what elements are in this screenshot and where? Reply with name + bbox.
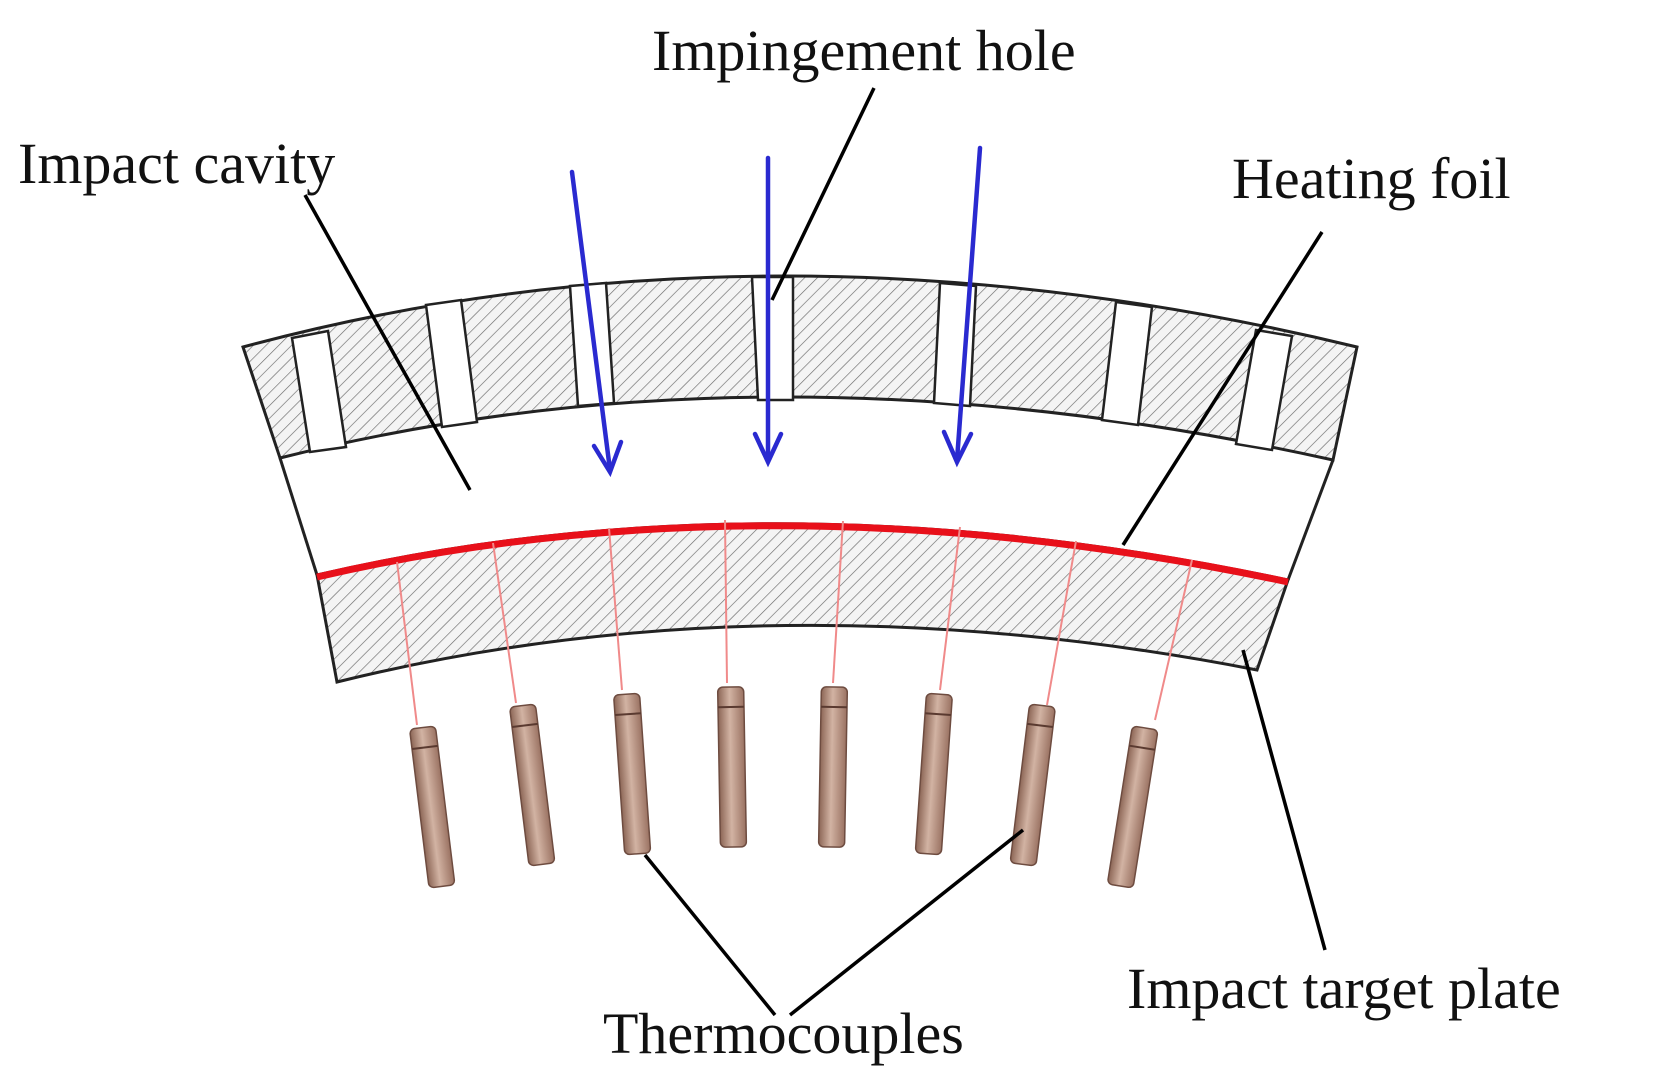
thermocouple-probes — [409, 686, 1159, 889]
heating-foil — [316, 522, 1289, 586]
thermocouple-probe-icon — [1107, 725, 1159, 889]
leader-impact-target-plate — [1241, 649, 1327, 951]
leader-heating-foil — [1121, 231, 1324, 546]
leader-lines — [303, 87, 1327, 1017]
leader-impingement-hole — [770, 87, 876, 301]
leader-thermocouples-right — [788, 828, 1025, 1017]
down-arrow-icon — [941, 145, 983, 468]
leader-thermocouples-left — [643, 853, 777, 1017]
thermocouple-probe-icon — [509, 703, 556, 867]
down-arrow-icon — [569, 169, 624, 478]
leader-impact-cavity — [303, 194, 472, 491]
thermocouple-probe-icon — [716, 686, 748, 848]
down-arrow-icon — [752, 155, 784, 468]
label-impingement-hole: Impingement hole — [652, 18, 1076, 83]
impingement-hole-gaps — [290, 275, 1294, 454]
thermocouple-probe-icon — [914, 692, 953, 856]
label-impact-cavity: Impact cavity — [18, 131, 336, 196]
thermocouple-probe-icon — [409, 725, 456, 889]
thermocouple-probe-icon — [613, 692, 652, 856]
impingement-plate — [241, 274, 1359, 462]
cavity-left-wall — [278, 457, 319, 576]
cavity-right-wall — [1286, 459, 1335, 581]
thermocouple-probe-icon — [817, 686, 849, 848]
jet-arrows — [569, 145, 983, 478]
label-impact-target-plate: Impact target plate — [1127, 956, 1561, 1021]
thermocouple-probe-icon — [1009, 703, 1056, 867]
thermocouple-wires — [396, 519, 1193, 726]
label-heating-foil: Heating foil — [1232, 146, 1511, 211]
label-thermocouples: Thermocouples — [603, 1001, 964, 1066]
